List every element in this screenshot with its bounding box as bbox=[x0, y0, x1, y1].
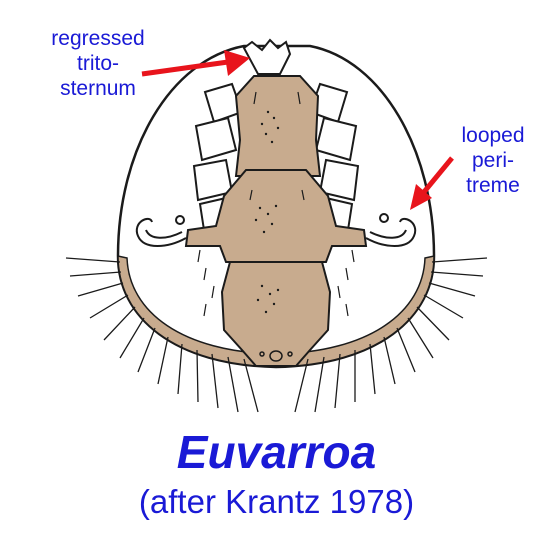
marginal-setae bbox=[65, 257, 488, 413]
anal-opening bbox=[259, 350, 293, 362]
sternal-shield bbox=[234, 75, 322, 177]
tritosternum-label-line-3: sternum bbox=[60, 77, 136, 100]
peritreme-label: looped peri- treme bbox=[440, 123, 546, 198]
tritosternum-label: regressed trito- sternum bbox=[28, 26, 168, 101]
peritreme-right bbox=[365, 213, 417, 247]
arrow-peritreme bbox=[410, 156, 454, 210]
peritreme-label-line-2: peri- bbox=[471, 149, 514, 172]
ventrianal-shield bbox=[220, 261, 332, 367]
tritosternum-label-line-2: trito- bbox=[77, 52, 119, 75]
peritreme-left bbox=[135, 215, 187, 247]
marginal-rim bbox=[117, 255, 435, 368]
genital-shield bbox=[184, 169, 368, 263]
ventral-setae bbox=[197, 91, 355, 317]
genus-title: Euvarroa bbox=[176, 426, 377, 478]
tritosternum-label-line-1: regressed bbox=[51, 27, 145, 50]
leg-coxae-left bbox=[192, 82, 244, 232]
shield-stippling bbox=[254, 110, 280, 314]
peritreme-label-line-3: treme bbox=[466, 174, 520, 197]
arrow-tritosternum bbox=[141, 50, 250, 77]
tritosternum bbox=[242, 38, 292, 75]
source-citation: (after Krantz 1978) bbox=[138, 483, 415, 520]
peritreme-label-line-1: looped bbox=[461, 124, 525, 147]
